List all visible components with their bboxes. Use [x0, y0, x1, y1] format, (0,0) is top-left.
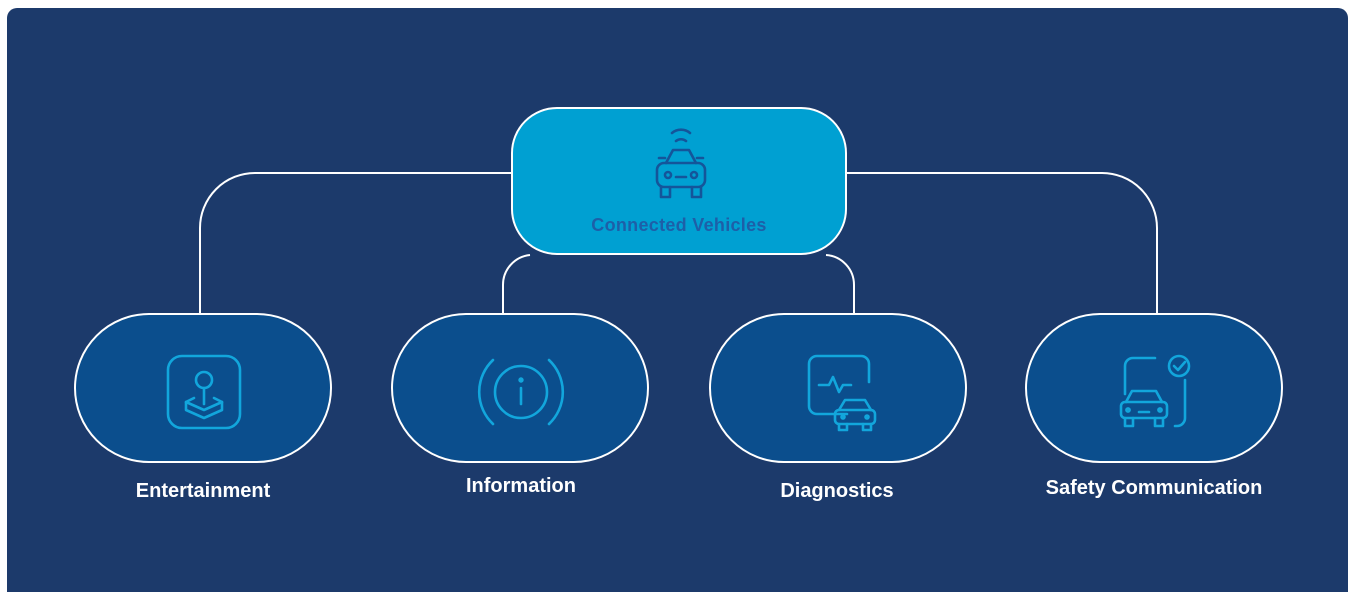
- label-information: Information: [466, 475, 576, 497]
- car-safety-check-icon: [1119, 354, 1191, 428]
- connector-safety-communication: [847, 172, 1158, 313]
- root-label: Connected Vehicles: [591, 215, 767, 235]
- label-entertainment: Entertainment: [135, 480, 271, 502]
- info-circle-icon: [477, 358, 565, 426]
- child-node-diagnostics: [709, 313, 967, 463]
- child-node-safety-communication: [1025, 313, 1283, 463]
- joystick-icon: [166, 354, 242, 430]
- root-node-connected-vehicles: Connected Vehicles: [511, 107, 847, 255]
- connector-diagnostics: [825, 254, 856, 313]
- child-node-information: [391, 313, 649, 463]
- connector-entertainment: [199, 172, 511, 313]
- label-diagnostics: Diagnostics: [780, 480, 894, 502]
- child-node-entertainment: [74, 313, 332, 463]
- label-safety-communication: Safety Communication: [1045, 477, 1263, 499]
- diagram-panel: [7, 8, 1348, 592]
- connected-car-icon: [655, 128, 707, 199]
- connector-information: [501, 254, 531, 313]
- car-diagnostics-icon: [807, 354, 877, 432]
